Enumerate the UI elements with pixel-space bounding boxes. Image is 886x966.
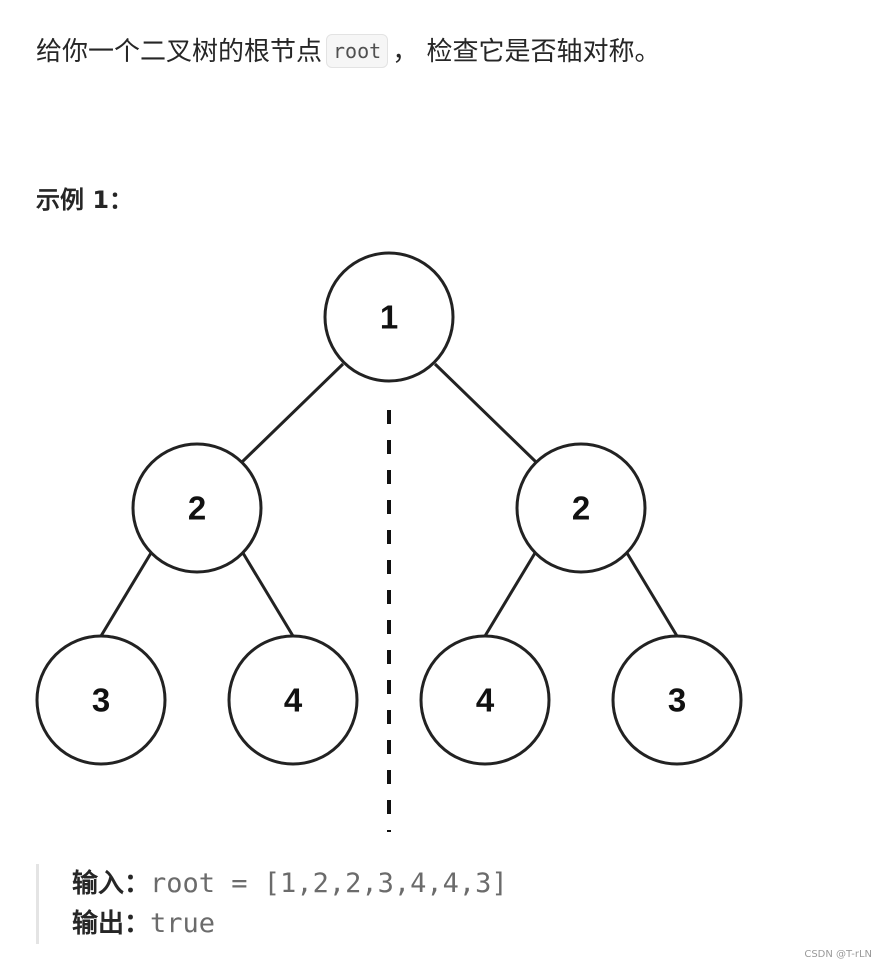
edge-root-left bbox=[240, 362, 345, 464]
input-line: 输入：root = [1,2,2,3,4,4,3] bbox=[72, 864, 508, 904]
tree-node-right-left: 4 bbox=[419, 634, 551, 766]
edge-right-rl bbox=[483, 552, 537, 637]
tree-node-root: 1 bbox=[323, 251, 455, 383]
inline-code-root: root bbox=[326, 34, 389, 68]
edge-root-right bbox=[433, 362, 538, 464]
tree-node-label: 2 bbox=[188, 490, 206, 527]
tree-node-left-left: 3 bbox=[35, 634, 167, 766]
tree-node-label: 2 bbox=[572, 490, 590, 527]
tree-node-left: 2 bbox=[131, 442, 263, 574]
input-label: 输入： bbox=[72, 869, 151, 899]
input-value: root = [1,2,2,3,4,4,3] bbox=[150, 868, 508, 899]
output-line: 输出：true bbox=[72, 904, 508, 944]
tree-node-label: 4 bbox=[476, 682, 495, 719]
tree-node-left-right: 4 bbox=[227, 634, 359, 766]
output-value: true bbox=[150, 908, 216, 939]
tree-node-right-right: 3 bbox=[611, 634, 743, 766]
tree-node-label: 1 bbox=[380, 299, 398, 336]
statement-prefix: 给你一个二叉树的根节点 bbox=[36, 37, 323, 67]
watermark: CSDN @T-rLN bbox=[804, 949, 872, 960]
edge-left-lr bbox=[241, 552, 295, 637]
tree-node-label: 3 bbox=[668, 682, 686, 719]
example-title: 示例 1： bbox=[36, 186, 134, 214]
statement-suffix: ， 检查它是否轴对称。 bbox=[392, 37, 661, 67]
tree-node-label: 3 bbox=[92, 682, 110, 719]
edge-left-ll bbox=[99, 552, 153, 637]
example-io-block: 输入：root = [1,2,2,3,4,4,3] 输出：true bbox=[36, 864, 508, 944]
edge-right-rr bbox=[625, 552, 679, 637]
tree-node-label: 4 bbox=[284, 682, 303, 719]
tree-edges bbox=[99, 362, 679, 637]
output-label: 输出： bbox=[72, 909, 151, 939]
tree-node-right: 2 bbox=[515, 442, 647, 574]
